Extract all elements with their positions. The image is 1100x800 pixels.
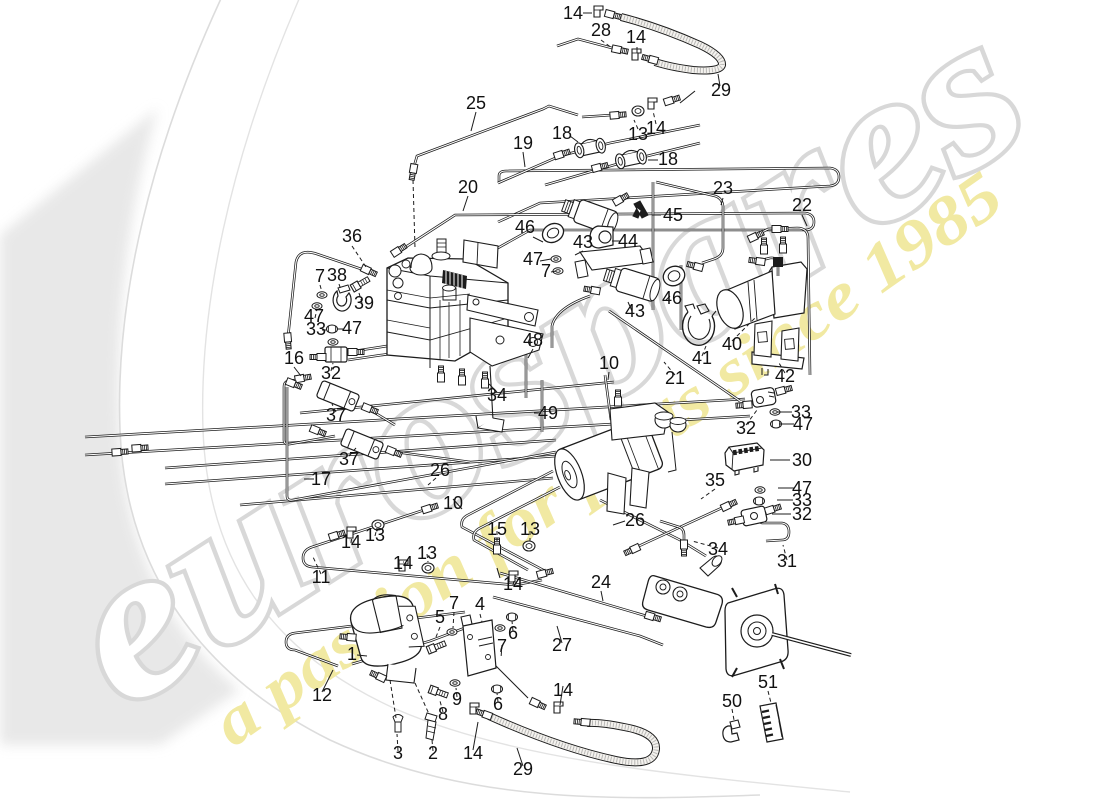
svg-text:32: 32 <box>792 504 812 524</box>
svg-text:50: 50 <box>722 691 742 711</box>
svg-text:14: 14 <box>553 680 573 700</box>
svg-text:26: 26 <box>430 460 450 480</box>
svg-text:17: 17 <box>311 469 331 489</box>
svg-text:14: 14 <box>503 574 523 594</box>
svg-text:7: 7 <box>497 636 507 656</box>
svg-text:47: 47 <box>793 414 813 434</box>
svg-text:7: 7 <box>449 593 459 613</box>
svg-text:14: 14 <box>563 3 583 23</box>
svg-text:20: 20 <box>458 177 478 197</box>
svg-text:51: 51 <box>758 672 778 692</box>
svg-text:6: 6 <box>493 694 503 714</box>
svg-text:11: 11 <box>312 567 331 587</box>
svg-text:18: 18 <box>658 149 678 169</box>
svg-text:14: 14 <box>463 743 483 763</box>
svg-text:35: 35 <box>705 470 725 490</box>
svg-text:12: 12 <box>312 685 332 705</box>
svg-text:24: 24 <box>591 572 611 592</box>
svg-text:46: 46 <box>515 217 535 237</box>
svg-text:33: 33 <box>306 319 326 339</box>
svg-text:39: 39 <box>354 293 374 313</box>
svg-text:8: 8 <box>438 704 448 724</box>
svg-text:6: 6 <box>508 623 518 643</box>
svg-text:32: 32 <box>321 363 341 383</box>
svg-text:9: 9 <box>452 689 462 709</box>
svg-text:41: 41 <box>692 348 712 368</box>
svg-text:14: 14 <box>393 553 413 573</box>
svg-text:14: 14 <box>646 118 666 138</box>
svg-text:38: 38 <box>327 265 347 285</box>
svg-text:23: 23 <box>713 178 733 198</box>
svg-text:15: 15 <box>487 519 507 539</box>
svg-text:18: 18 <box>552 123 572 143</box>
svg-text:46: 46 <box>662 288 682 308</box>
svg-text:37: 37 <box>326 405 346 425</box>
svg-text:25: 25 <box>466 93 486 113</box>
svg-text:28: 28 <box>591 20 611 40</box>
svg-text:7: 7 <box>541 261 551 281</box>
svg-text:14: 14 <box>626 27 646 47</box>
svg-text:42: 42 <box>775 366 795 386</box>
svg-text:22: 22 <box>792 195 812 215</box>
svg-text:34: 34 <box>708 539 728 559</box>
svg-text:10: 10 <box>599 353 619 373</box>
svg-text:33: 33 <box>792 490 812 510</box>
svg-text:2: 2 <box>428 743 438 763</box>
svg-text:10: 10 <box>443 493 463 513</box>
svg-text:47: 47 <box>342 318 362 338</box>
svg-text:13: 13 <box>628 124 648 144</box>
svg-text:47: 47 <box>792 478 812 498</box>
svg-text:7: 7 <box>315 266 325 286</box>
svg-text:5: 5 <box>435 607 445 627</box>
svg-text:29: 29 <box>513 759 533 779</box>
svg-text:26: 26 <box>625 510 645 530</box>
svg-text:33: 33 <box>791 402 811 422</box>
svg-text:13: 13 <box>520 519 540 539</box>
svg-text:13: 13 <box>365 525 385 545</box>
svg-text:44: 44 <box>618 231 638 251</box>
svg-text:47: 47 <box>523 249 543 269</box>
svg-text:29: 29 <box>711 80 731 100</box>
svg-text:30: 30 <box>792 450 812 470</box>
svg-text:19: 19 <box>513 133 533 153</box>
svg-text:16: 16 <box>284 348 304 368</box>
svg-text:43: 43 <box>625 301 645 321</box>
svg-text:40: 40 <box>722 334 742 354</box>
svg-text:48: 48 <box>523 330 543 350</box>
svg-text:31: 31 <box>777 551 797 571</box>
svg-text:1: 1 <box>347 644 357 664</box>
svg-text:14: 14 <box>341 532 361 552</box>
svg-text:49: 49 <box>538 403 558 423</box>
svg-text:21: 21 <box>665 368 685 388</box>
svg-text:27: 27 <box>552 635 572 655</box>
svg-text:45: 45 <box>663 205 683 225</box>
svg-text:13: 13 <box>417 543 437 563</box>
svg-text:43: 43 <box>573 232 593 252</box>
svg-text:3: 3 <box>393 743 403 763</box>
svg-text:4: 4 <box>475 594 485 614</box>
svg-text:32: 32 <box>736 418 756 438</box>
svg-text:37: 37 <box>339 449 359 469</box>
svg-text:34: 34 <box>487 385 507 405</box>
svg-text:47: 47 <box>304 306 324 326</box>
svg-text:36: 36 <box>342 226 362 246</box>
